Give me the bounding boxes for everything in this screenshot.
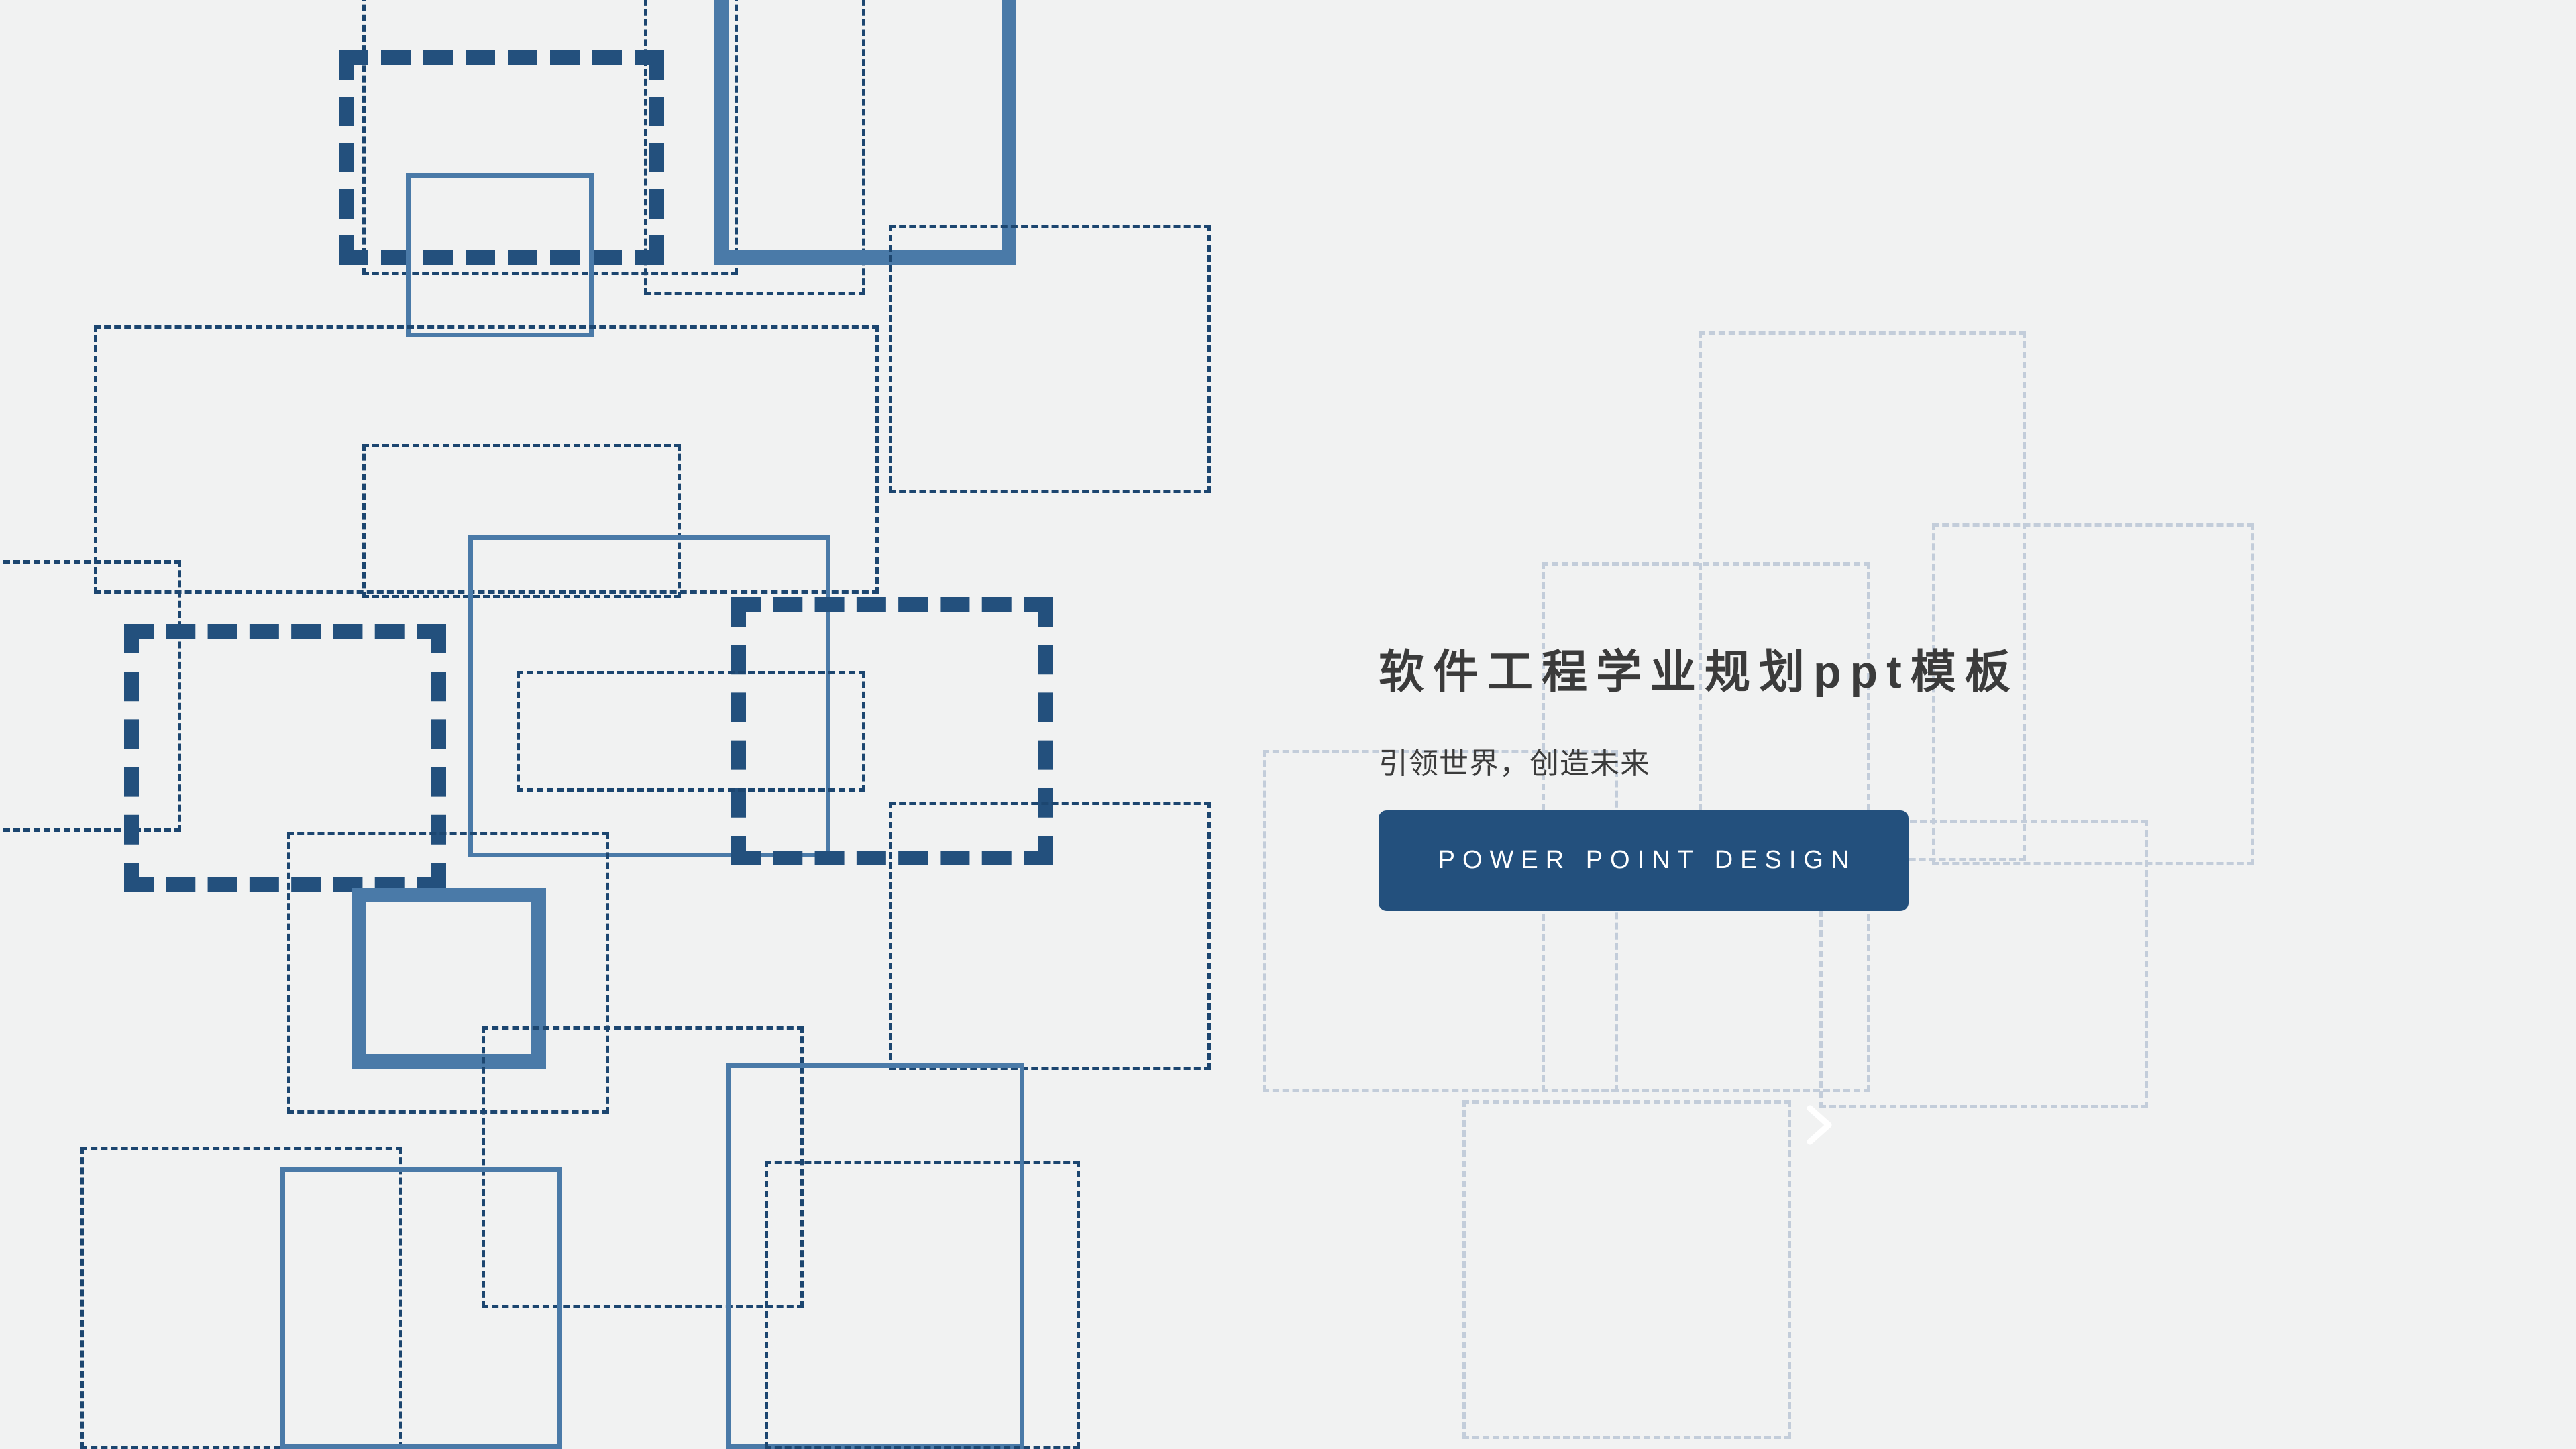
slide-subtitle: 引领世界，创造未来 [1379, 747, 1650, 780]
thin-dash-square-9 [287, 832, 609, 1114]
chevron-right-icon[interactable] [1790, 1095, 1850, 1155]
solid-thin-square-2 [468, 535, 830, 857]
thick-dash-square-1 [339, 50, 664, 265]
thin-dash-square-11 [80, 1147, 402, 1449]
thin-dash-square-4 [889, 225, 1211, 493]
faint-square-5 [1462, 1100, 1791, 1439]
thin-dash-square-10 [482, 1026, 804, 1308]
thin-dash-square-1 [362, 0, 738, 275]
thin-dash-square-2 [644, 0, 865, 295]
page-title: 软件工程学业规划ppt模板 [1379, 647, 2019, 698]
title-content-block: 软件工程学业规划ppt模板 引领世界，创造未来 POWER POINT DESI… [1379, 644, 2465, 911]
thin-dash-square-12 [765, 1161, 1080, 1449]
power-point-design-button[interactable]: POWER POINT DESIGN [1379, 810, 1909, 911]
solid-thick-square-1 [714, 0, 1016, 265]
thin-dash-square-7 [517, 671, 865, 792]
thick-dash-square-2 [124, 624, 446, 892]
solid-thin-square-4 [726, 1063, 1024, 1449]
thin-dash-square-8 [889, 802, 1211, 1070]
thin-dash-square-3 [94, 325, 879, 594]
solid-thick-square-2 [352, 888, 546, 1069]
solid-thin-square-1 [406, 173, 594, 337]
thin-dash-square-6 [0, 560, 181, 832]
thin-dash-square-5 [362, 444, 681, 598]
solid-thin-square-3 [280, 1167, 562, 1449]
thick-dash-square-3 [731, 597, 1053, 865]
